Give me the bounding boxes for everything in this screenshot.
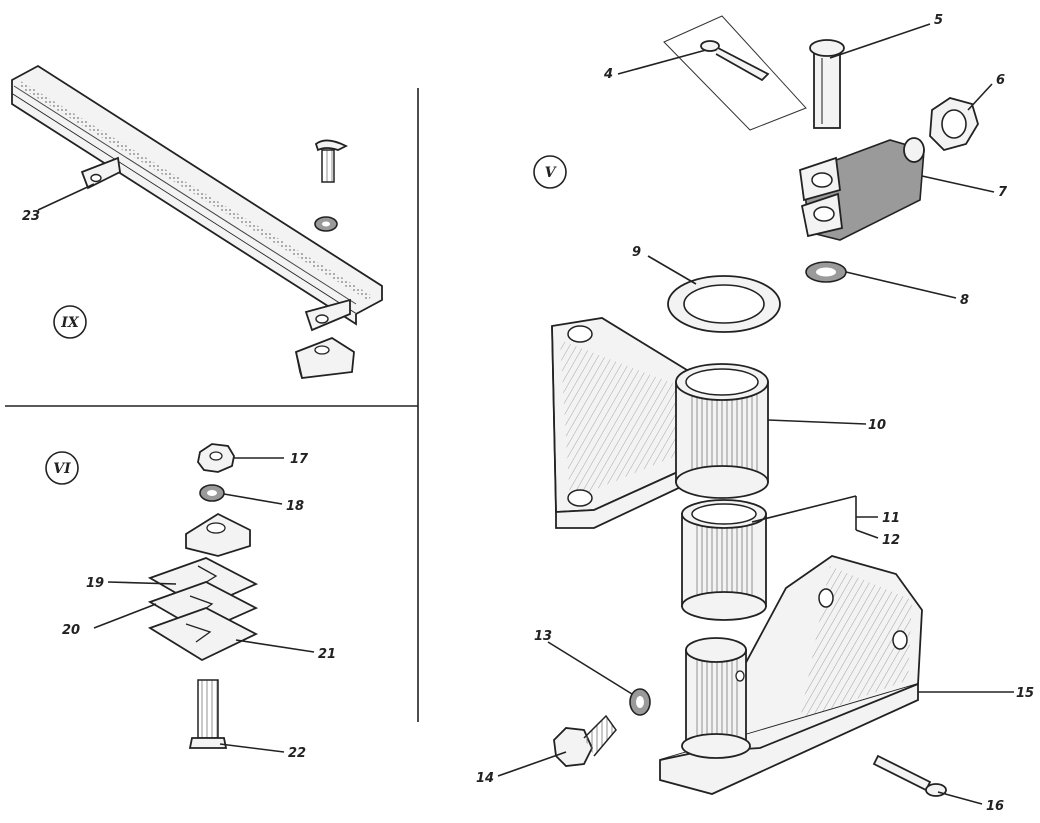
rail-end-tab — [304, 298, 351, 332]
shim-plate-21 — [147, 607, 259, 662]
bracket-10 — [551, 317, 769, 529]
hex-nut-17 — [197, 443, 235, 473]
callout-14: 14 — [476, 771, 494, 786]
section-vi-group — [147, 443, 259, 749]
callout-10: 10 — [868, 418, 886, 433]
section-label-ix: IX — [53, 305, 87, 339]
callout-6: 6 — [996, 73, 1005, 88]
callout-11: 11 — [882, 511, 900, 526]
hex-nut-6 — [929, 97, 979, 152]
wing-screw — [314, 139, 349, 183]
square-block — [185, 512, 251, 557]
callout-13: 13 — [534, 629, 552, 644]
callout-23: 23 — [22, 209, 40, 224]
callout-18: 18 — [286, 499, 304, 514]
cotter-pin-4-frame — [663, 15, 807, 131]
svg-text:V: V — [545, 165, 558, 181]
callout-8: 8 — [960, 293, 969, 308]
section-label-v: V — [533, 155, 567, 189]
base-bracket-15 — [659, 555, 923, 795]
callout-12: 12 — [882, 533, 900, 548]
callout-7: 7 — [998, 185, 1008, 200]
callout-15: 15 — [1016, 686, 1034, 701]
section-ix-group — [11, 64, 383, 379]
cotter-pin-4 — [700, 40, 770, 82]
clevis-7 — [799, 137, 925, 241]
svg-text:IX: IX — [60, 315, 80, 331]
section-label-vi: VI — [45, 451, 79, 485]
callout-20: 20 — [62, 623, 80, 638]
bolt-22 — [188, 679, 228, 749]
callout-17: 17 — [290, 452, 309, 467]
callout-19: 19 — [86, 576, 104, 591]
bolt-14 — [553, 714, 617, 767]
callout-22: 22 — [288, 746, 306, 761]
callout-9: 9 — [632, 245, 641, 260]
callout-16: 16 — [986, 799, 1004, 814]
callout-5: 5 — [934, 13, 943, 28]
clamp-pad — [294, 336, 355, 379]
callout-4: 4 — [603, 67, 613, 82]
svg-text:VI: VI — [53, 461, 71, 477]
rail-bracket-23 — [80, 156, 121, 190]
section-v-group — [551, 15, 979, 797]
bushing-11-12 — [681, 499, 767, 621]
callout-21: 21 — [318, 647, 336, 662]
leader-lines — [37, 23, 1014, 805]
clevis-pin-5 — [809, 39, 845, 129]
cotter-pin-16 — [872, 754, 947, 797]
